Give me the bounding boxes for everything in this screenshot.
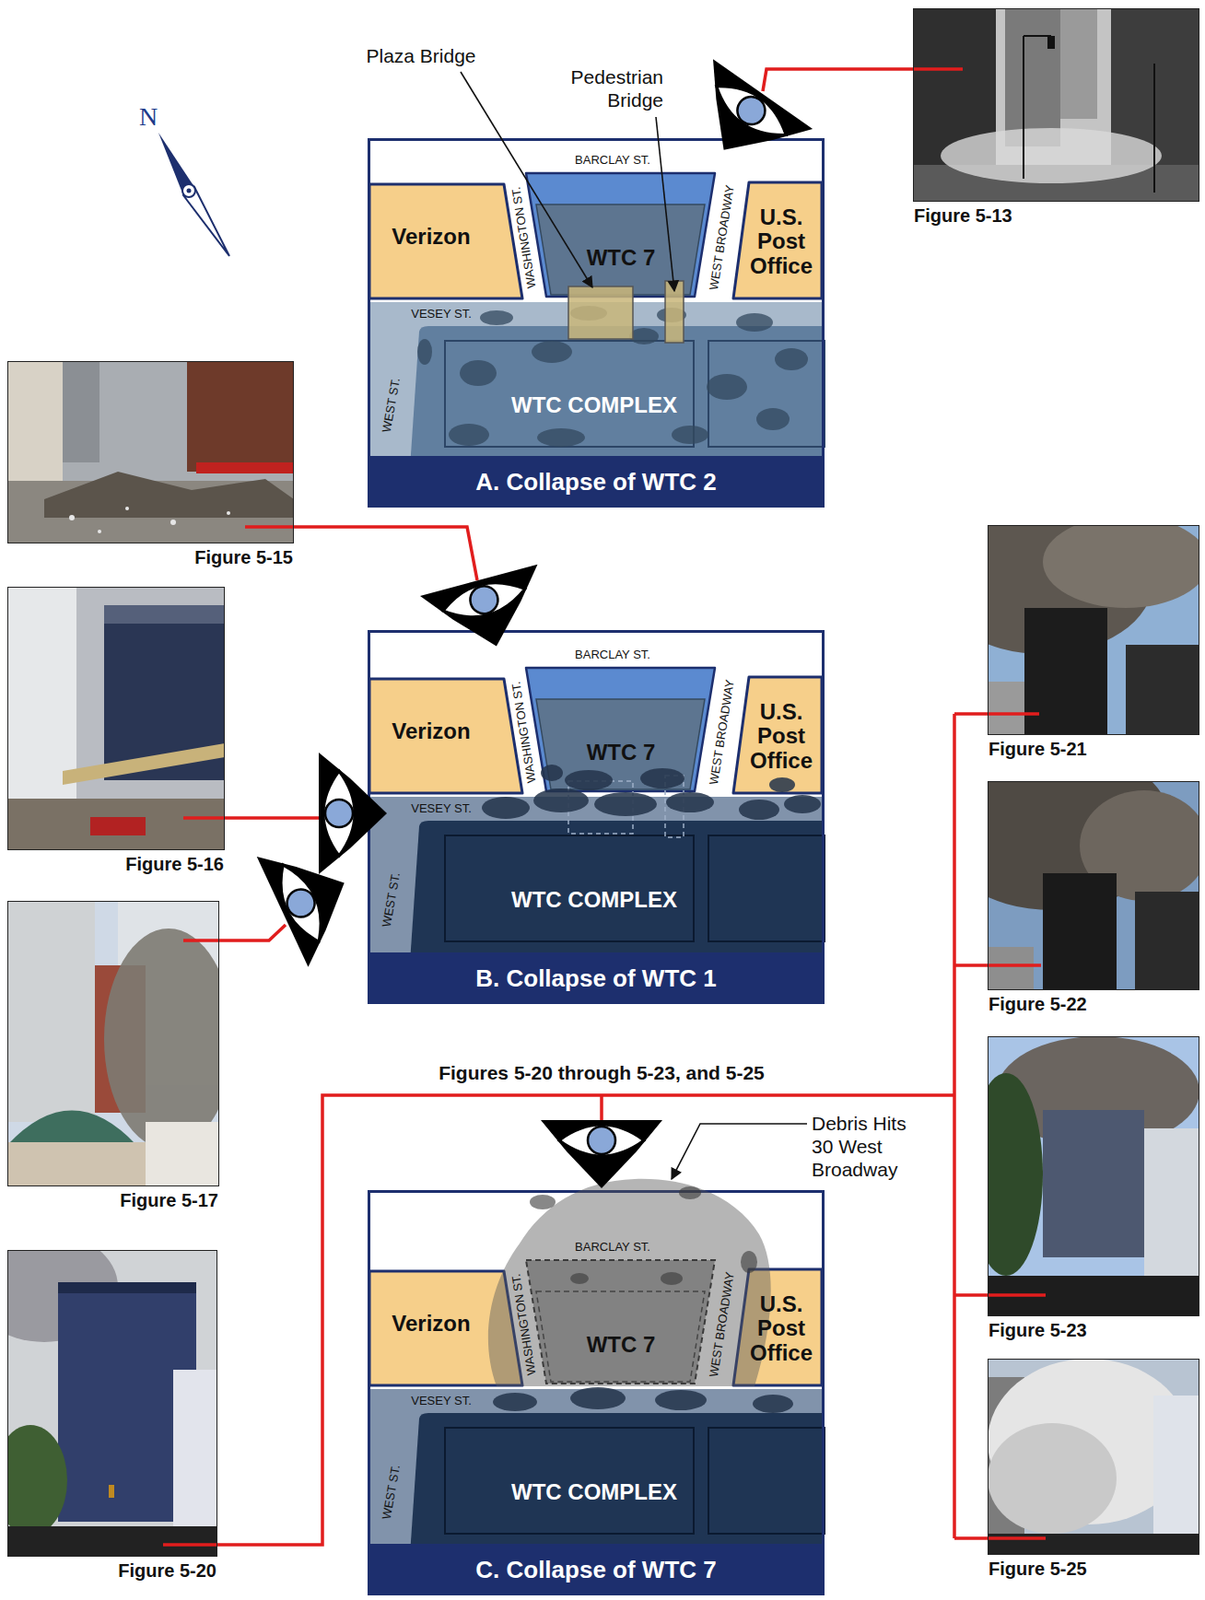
viewpoint-eye [420,564,556,663]
building-name: WTC COMPLEX [511,393,678,418]
street-name: BARCLAY ST. [574,153,651,167]
photo-frame: Figure 5-25 [987,1358,1200,1556]
complex-area: WTC COMPLEX [409,1413,825,1545]
building-name: WTC COMPLEX [511,888,678,913]
photo [987,1358,1200,1556]
street-name: WASHINGTON ST. [509,1273,539,1377]
photo [912,8,1200,202]
building-name: WTC 7 [586,1333,656,1358]
complex-area: WTC COMPLEX [409,326,825,457]
viewpoint-eye [540,1120,663,1189]
street-name: WEST BROADWAY [707,1271,738,1379]
street-name: WASHINGTON ST. [509,186,539,290]
photo [0,1231,218,1557]
figure-caption: Figure 5-20 [117,1560,217,1582]
north-arrow [158,132,230,257]
street-name: WEST ST. [380,871,403,928]
photo [7,900,234,1187]
figure-caption: Figure 5-25 [988,1558,1088,1580]
figure-group-label: Figures 5-20 through 5-23, and 5-25 [438,1062,765,1084]
photo [932,506,1205,736]
photo [932,744,1205,991]
figure-caption: Figure 5-21 [988,738,1088,761]
building-block: U.S. Post Office [733,1269,822,1386]
map-panel: A. Collapse of WTC 2 VerizonWTC 7 U.S. Pos… [367,138,825,508]
viewpoint-eye [674,58,814,185]
building-name: U.S. Post Office [742,700,820,773]
street-name: WEST BROADWAY [707,184,738,292]
figure-caption: Figure 5-23 [988,1320,1088,1342]
street-name: VESEY ST. [410,1394,472,1408]
callout-label: Plaza Bridge [365,45,476,67]
site-map [367,1179,825,1596]
compass-letter: N [139,103,158,132]
building-lot: WTC 7 [526,667,715,792]
building-block: U.S. Post Office [733,182,822,299]
photo [7,361,294,544]
building-block: Verizon [369,1271,523,1386]
figure-caption: Figure 5-17 [119,1190,219,1212]
photo [969,1036,1200,1317]
map-panel: B. Collapse of WTC 1 VerizonWTC 7 U.S. Pos… [367,630,825,1005]
street-name: BARCLAY ST. [574,1240,651,1254]
photo-frame: Figure 5-15 [7,361,294,544]
site-map [367,138,825,508]
photo-frame: Figure 5-13 [912,8,1200,202]
photo-frame: Figure 5-21 [987,525,1200,736]
figure-caption: Figure 5-15 [194,547,293,569]
street-name: WEST BROADWAY [707,678,738,786]
building-lot: WTC 7 [526,173,715,297]
building-name: WTC 7 [586,245,656,270]
panel-title: C. Collapse of WTC 7 [367,1544,825,1596]
viewpoint-eye [318,752,387,875]
pointer-line [460,71,808,1180]
callout-label: Pedestrian Bridge [543,65,664,112]
figure-caption: Figure 5-16 [125,854,224,876]
complex-area: WTC COMPLEX [409,820,825,952]
building-name: Verizon [391,719,470,744]
street-name: VESEY ST. [410,307,472,321]
building-name: WTC 7 [586,740,656,765]
photo-frame: Figure 5-16 [7,586,225,851]
photo [7,586,225,851]
street-name: WEST ST. [380,1463,403,1521]
street-name: VESEY ST. [410,802,472,816]
building-block: U.S. Post Office [733,677,822,794]
red-leader [163,69,1046,1545]
photo-frame: Figure 5-20 [7,1250,218,1557]
photo-frame: Figure 5-17 [7,900,220,1187]
street-name: WASHINGTON ST. [509,680,539,784]
photo-frame: Figure 5-23 [987,1036,1200,1317]
building-name: U.S. Post Office [742,205,820,279]
figure-caption: Figure 5-13 [913,205,1013,227]
viewpoint-eye [257,828,371,968]
building-name: WTC COMPLEX [511,1480,678,1505]
building-block: Verizon [369,184,523,299]
building-name: U.S. Post Office [742,1292,820,1366]
building-block: Verizon [369,678,523,794]
building-lot: WTC 7 [526,1260,715,1384]
building-name: Verizon [391,1311,470,1336]
photo-frame: Figure 5-22 [987,781,1200,991]
street-name: BARCLAY ST. [574,648,651,662]
street-name: WEST ST. [380,376,403,433]
panel-title: A. Collapse of WTC 2 [367,456,825,508]
building-name: Verizon [391,224,470,249]
callout-label: Debris Hits 30 West Broadway [811,1111,927,1182]
panel-title: B. Collapse of WTC 1 [367,952,825,1005]
figure-caption: Figure 5-22 [988,994,1088,1016]
site-map [367,630,825,1005]
